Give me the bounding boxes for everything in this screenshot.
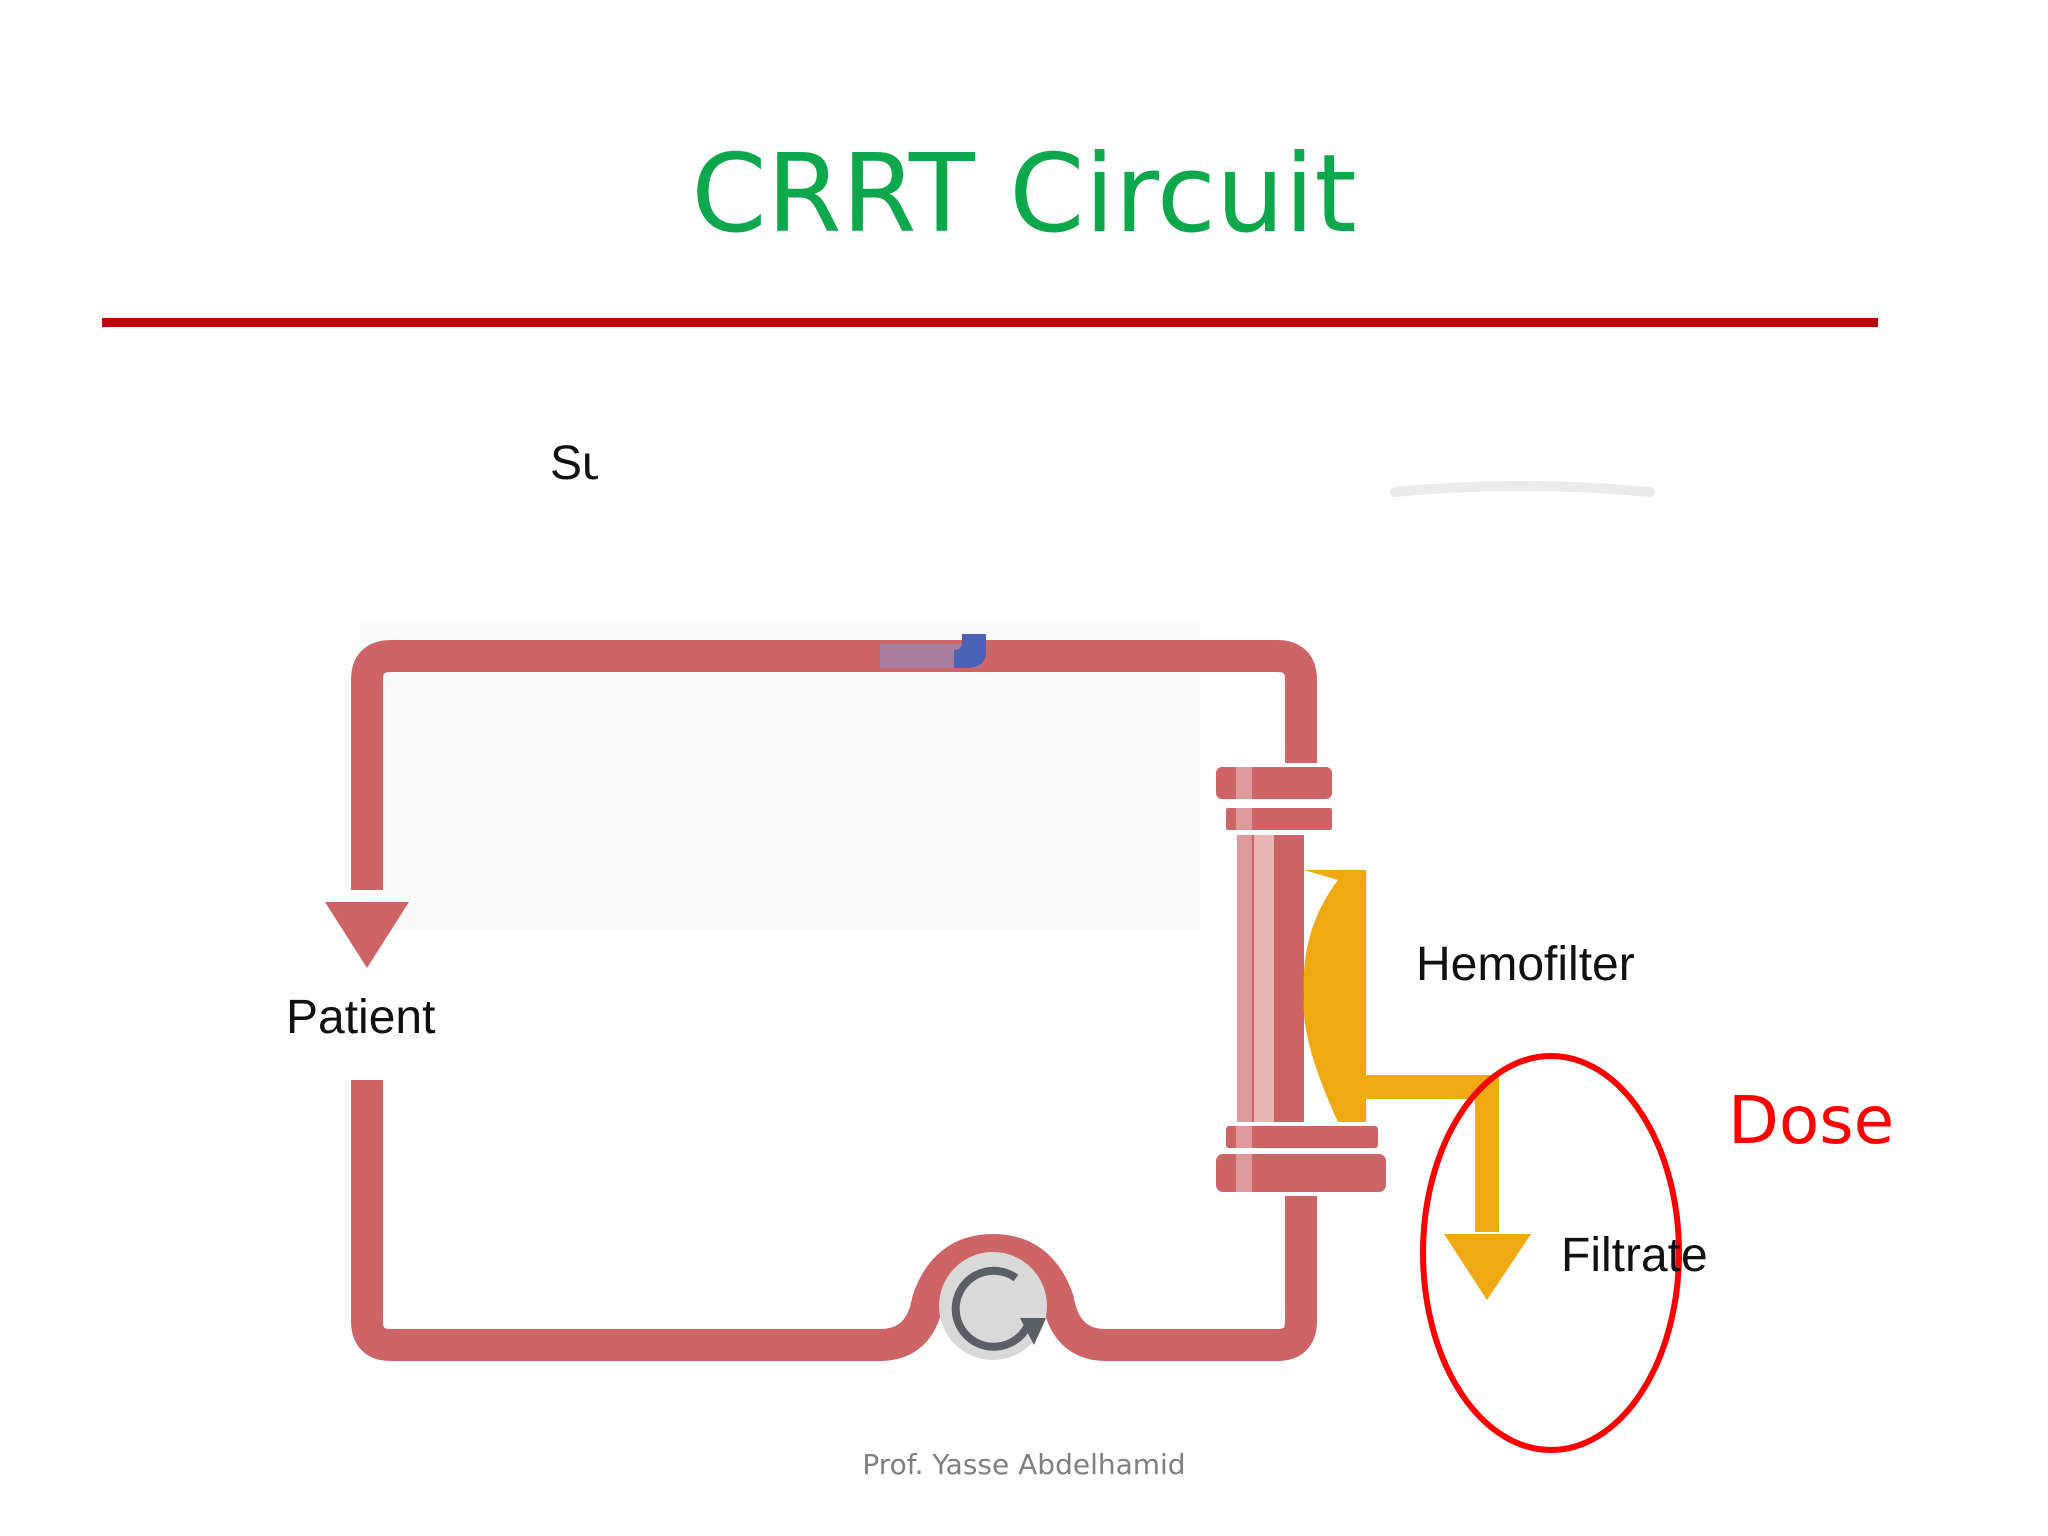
faint-supply-line xyxy=(1390,481,1655,497)
hemofilter-label: Hemofilter xyxy=(1416,938,1635,991)
blood-line-top-left xyxy=(351,640,1317,890)
supply-connector xyxy=(954,634,986,668)
filtrate-line xyxy=(1366,1075,1531,1300)
blood-line-bottom xyxy=(351,1080,1317,1361)
filtrate-arrow-icon xyxy=(1444,1234,1531,1300)
dose-label: Dose xyxy=(1728,1082,1895,1159)
footer-author: Prof. Yasse Abdelhamid xyxy=(862,1448,1186,1481)
title-rule xyxy=(102,318,1878,327)
supply-label-partial: Su xyxy=(550,437,598,490)
dose-highlight-ellipse xyxy=(1420,1053,1682,1453)
filtrate-label: Filtrate xyxy=(1561,1229,1708,1282)
patient-label: Patient xyxy=(286,991,436,1044)
pump-rotation-icon xyxy=(939,1252,1047,1360)
blood-circuit-line xyxy=(351,640,1317,1361)
slide-title: CRRT Circuit xyxy=(691,132,1357,257)
down-arrow-icon xyxy=(325,902,409,968)
hemofilter-icon xyxy=(1212,763,1390,1196)
hemofilter-filtrate-chamber xyxy=(1303,870,1366,1122)
